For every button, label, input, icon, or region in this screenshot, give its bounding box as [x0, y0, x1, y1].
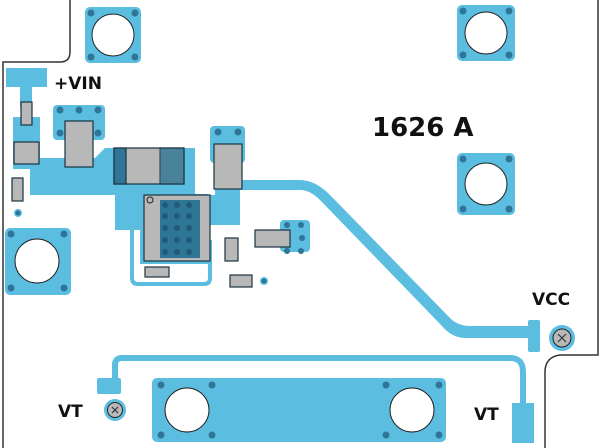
bottom-ground-bar	[152, 378, 446, 442]
vt-pad-right	[512, 403, 534, 443]
mounting-hole-mid-right	[457, 153, 515, 215]
loop-trace	[130, 230, 212, 286]
vcc-pad	[528, 320, 540, 352]
mounting-hole-left	[5, 228, 71, 295]
vt-test-point	[104, 399, 126, 421]
vias	[14, 106, 305, 285]
vt-trace	[112, 355, 526, 405]
part-number-label: 1626 A	[372, 113, 474, 143]
vcc-test-point	[549, 325, 575, 351]
vin-network	[6, 68, 530, 338]
components	[11, 101, 291, 288]
bga-balls	[146, 196, 192, 255]
vcc-label: VCC	[532, 290, 571, 310]
vt-pad-left	[97, 378, 121, 394]
vt-label-left: VT	[58, 402, 83, 422]
mounting-hole-top-left	[85, 7, 141, 63]
vin-label: +VIN	[54, 74, 102, 94]
mounting-hole-top-right	[457, 5, 515, 61]
vt-label-right: VT	[474, 405, 499, 425]
